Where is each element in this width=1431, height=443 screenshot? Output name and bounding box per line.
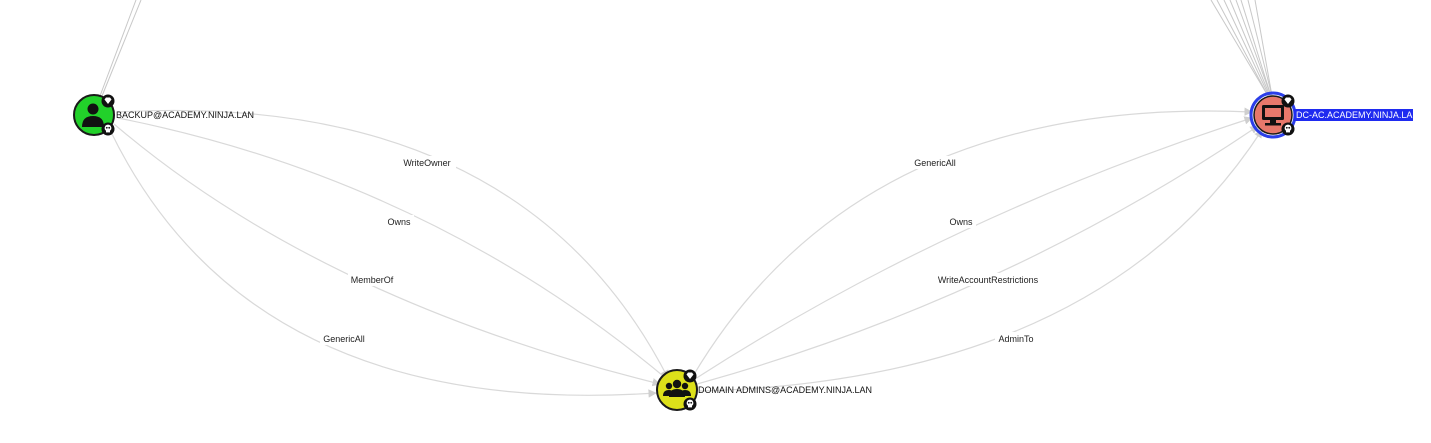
- node-backup-label: BACKUP@ACADEMY.NINJA.LAN: [116, 110, 254, 120]
- edges-backup-to-domain-admins: [109, 109, 669, 398]
- edge-label-generic-all-left[interactable]: GenericAll: [323, 334, 365, 344]
- node-dc[interactable]: DC-AC.ACADEMY.NINJA.LAN: [1249, 91, 1419, 139]
- skull-icon: [101, 122, 115, 136]
- edge-owns-left: [117, 117, 669, 381]
- node-domain-admins[interactable]: DOMAIN ADMINS@ACADEMY.NINJA.LAN: [656, 369, 872, 411]
- node-dc-label: DC-AC.ACADEMY.NINJA.LAN: [1296, 110, 1419, 120]
- offscreen-edges: [99, 0, 1273, 97]
- edge-label-member-of[interactable]: MemberOf: [351, 275, 394, 285]
- edge-generic-all-right: [692, 107, 1253, 377]
- computer-icon: [1262, 105, 1284, 126]
- gem-icon: [1281, 94, 1295, 108]
- edge-label-admin-to[interactable]: AdminTo: [998, 334, 1033, 344]
- edges-domain-admins-to-dc: [692, 107, 1263, 392]
- node-backup[interactable]: BACKUP@ACADEMY.NINJA.LAN: [73, 94, 254, 136]
- edge-label-generic-all-right[interactable]: GenericAll: [914, 158, 956, 168]
- edge-label-owns-left[interactable]: Owns: [387, 217, 411, 227]
- gem-icon: [683, 369, 697, 383]
- node-domain-admins-label: DOMAIN ADMINS@ACADEMY.NINJA.LAN: [698, 385, 872, 395]
- skull-icon: [683, 397, 697, 411]
- gem-icon: [101, 94, 115, 108]
- edge-generic-all-left: [109, 129, 657, 398]
- edge-label-owns-right[interactable]: Owns: [949, 217, 973, 227]
- edge-write-owner: [117, 109, 669, 379]
- edge-label-write-account-restrictions[interactable]: WriteAccountRestrictions: [938, 275, 1039, 285]
- edge-label-write-owner[interactable]: WriteOwner: [403, 158, 450, 168]
- edge-admin-to: [699, 129, 1263, 392]
- node-dc-label-highlight: [1294, 109, 1413, 121]
- group-icon: [663, 379, 691, 397]
- edge-labels: WriteOwner Owns MemberOf GenericAll Gene…: [320, 156, 1040, 345]
- skull-icon: [1281, 122, 1295, 136]
- user-icon: [82, 103, 104, 127]
- edge-owns-right: [694, 116, 1253, 380]
